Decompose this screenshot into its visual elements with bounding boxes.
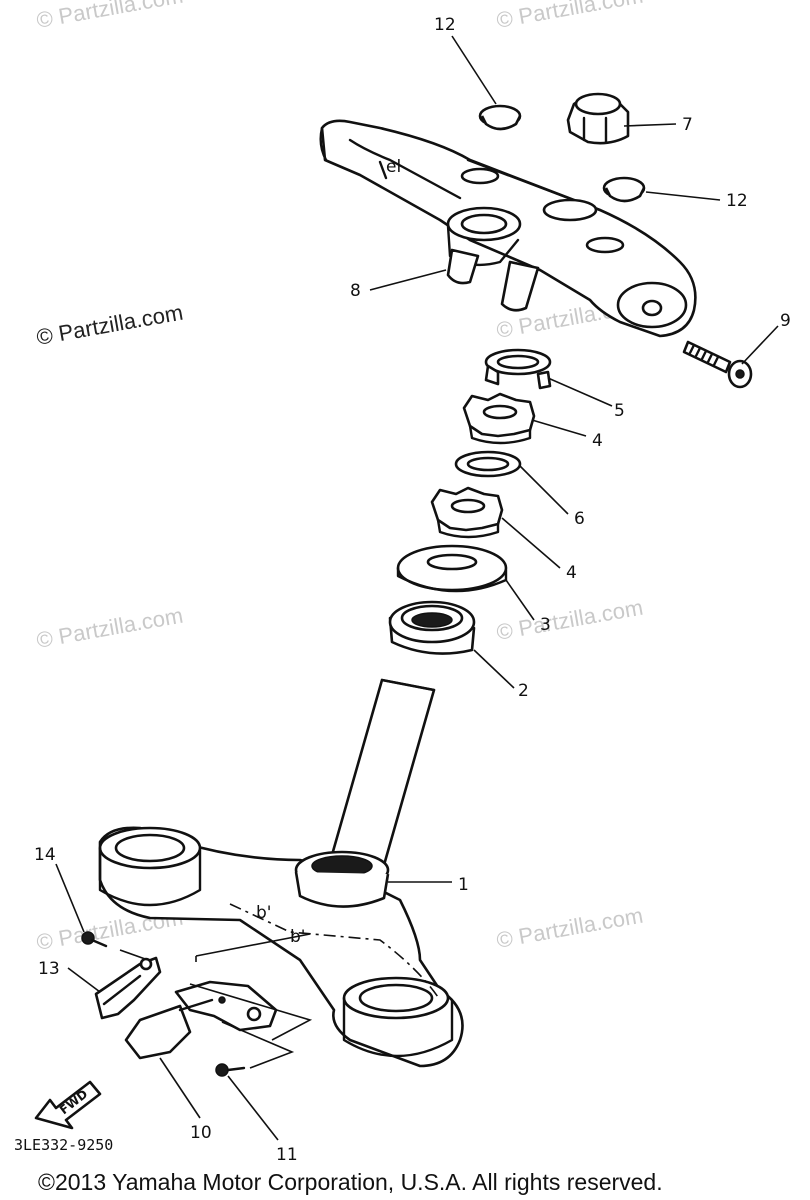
lock-washer-part-5 [484,348,552,390]
callout-14: 14 [34,845,56,865]
upper-bracket-part-8: el [319,119,697,338]
svg-text:el: el [386,157,401,177]
callout-11: 11 [276,1145,298,1165]
callout-4-upper: 4 [592,431,603,451]
crown-nut-part-7 [566,92,630,145]
callout-8: 8 [350,281,361,301]
callout-leaders [55,35,779,1141]
callout-2: 2 [518,681,529,701]
assembly-leaders-lower [119,933,313,1069]
callout-13: 13 [38,959,60,979]
watermark-low-right: © Partzilla.com [495,903,645,953]
watermark-top-left: © Partzilla.com [35,0,185,33]
callout-labels: 12 7 12 8 9 5 4 6 4 3 2 1 14 13 10 11 [34,15,791,1165]
under-bracket-part-1: b' b' [98,678,464,1068]
washer-part-6 [454,450,522,478]
watermark-top-right: © Partzilla.com [495,0,645,33]
callout-6: 6 [574,509,585,529]
callout-7: 7 [682,115,693,135]
diagram-code: 3LE332-9250 [14,1136,113,1154]
callout-9: 9 [780,311,791,331]
fwd-arrow-icon: FWD [34,1080,102,1130]
watermark-left-dark: © Partzilla.com [35,300,185,350]
callout-1: 1 [458,875,469,895]
screw-part-11 [215,1063,246,1077]
callout-12-right: 12 [726,191,748,211]
watermark-mid-left-2: © Partzilla.com [35,603,185,653]
dust-seal-part-3 [396,544,508,593]
callout-3: 3 [540,615,551,635]
callout-5: 5 [614,401,625,421]
screw-part-14 [81,931,108,948]
bearing-part-2 [388,600,476,655]
watermark-mid-right-2: © Partzilla.com [495,595,645,645]
bolt-part-9 [682,340,753,389]
callout-4-lower: 4 [566,563,577,583]
rubber-cap-part-12 [478,104,646,203]
svg-text:b': b' [256,903,271,923]
dashed-centre-line [229,903,441,1001]
holder-part-10 [124,980,278,1060]
callout-10: 10 [190,1123,212,1143]
ring-nut-part-4-lower [430,486,504,539]
ring-nut-part-4-upper [462,392,536,445]
callout-12-top: 12 [434,15,456,35]
copyright-notice: ©2013 Yamaha Motor Corporation, U.S.A. A… [38,1169,663,1195]
clip-part-13 [94,956,162,1020]
